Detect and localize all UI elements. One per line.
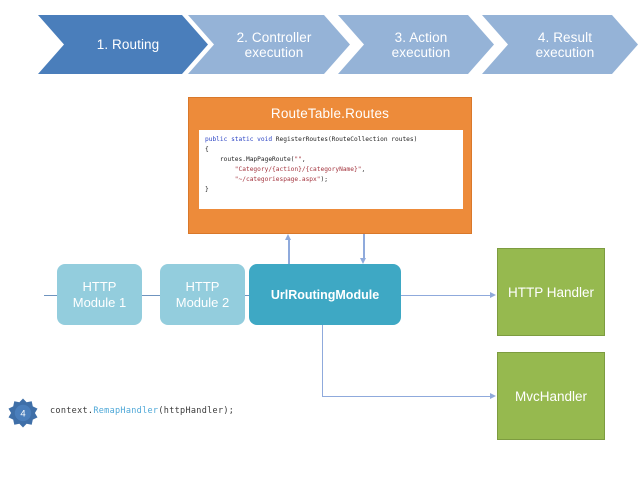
process-step-2[interactable]: 2. Controller execution: [188, 15, 350, 74]
code-signature: RegisterRoutes(RouteCollection routes): [272, 136, 418, 143]
route-table-panel: RouteTable.Routes public static void Reg…: [188, 97, 472, 234]
footnote-code-text: context.RemapHandler(httpHandler);: [50, 406, 234, 416]
footnote-code-method: RemapHandler: [93, 406, 159, 416]
connector-request-in: [44, 295, 58, 296]
footnote-code-suffix: (httpHandler);: [158, 406, 235, 416]
footnote-annotation: 4 context.RemapHandler(httpHandler);: [8, 398, 308, 428]
code-open-brace: {: [205, 146, 209, 153]
http-handler-box[interactable]: HTTP Handler: [497, 248, 605, 336]
process-chevron-bar: 1. Routing 2. Controller execution 3. Ac…: [38, 15, 612, 74]
connector-urlrouting-down: [322, 325, 323, 396]
code-close-brace: }: [205, 186, 209, 193]
connector-to-mvc-handler: [322, 396, 492, 397]
code-arg2: "Category/{action}/{categoryName}": [205, 166, 362, 173]
arrowhead-right-http-handler: [490, 292, 496, 298]
connector-module1-module2: [142, 295, 161, 296]
code-arg3: "~/categoriespage.aspx": [205, 176, 321, 183]
http-module-1[interactable]: HTTP Module 1: [57, 264, 142, 325]
code-keywords: public static void: [205, 136, 273, 143]
arrowhead-down-urlrouting: [360, 258, 366, 264]
connector-routetable-to-urlrouting: [363, 234, 365, 259]
process-step-4[interactable]: 4. Result execution: [482, 15, 638, 74]
connector-urlrouting-to-routetable: [288, 239, 290, 265]
http-module-2-label: HTTP Module 2: [175, 278, 230, 310]
mvc-handler-box[interactable]: MvcHandler: [497, 352, 605, 440]
http-module-2[interactable]: HTTP Module 2: [160, 264, 245, 325]
url-routing-module-label: UrlRoutingModule: [270, 287, 380, 302]
process-step-3-label: 3. Action execution: [391, 29, 451, 60]
process-step-4-label: 4. Result execution: [535, 29, 595, 60]
route-registration-code: public static void RegisterRoutes(RouteC…: [199, 130, 463, 209]
code-arg2-tail: ,: [361, 166, 366, 173]
code-arg3-tail: );: [320, 176, 328, 183]
process-step-3[interactable]: 3. Action execution: [338, 15, 494, 74]
code-arg1-tail: ,: [301, 156, 306, 163]
connector-urlrouting-http-handler: [401, 295, 491, 296]
url-routing-module[interactable]: UrlRoutingModule: [249, 264, 401, 325]
route-table-title: RouteTable.Routes: [270, 106, 390, 121]
footnote-code-prefix: context.: [50, 406, 94, 416]
step-number-badge: 4: [8, 398, 38, 428]
process-step-1-label: 1. Routing: [96, 37, 160, 52]
badge-number: 4: [20, 409, 25, 420]
http-handler-label: HTTP Handler: [507, 284, 595, 300]
process-step-2-label: 2. Controller execution: [236, 29, 312, 60]
arrowhead-right-mvc-handler: [490, 393, 496, 399]
code-call: routes.MapPageRoute(: [205, 156, 295, 163]
arrowhead-up-routetable: [285, 234, 291, 240]
process-step-1[interactable]: 1. Routing: [38, 15, 208, 74]
code-arg1: "": [294, 156, 302, 163]
connector-module2-urlrouting: [245, 295, 250, 296]
http-module-1-label: HTTP Module 1: [72, 278, 127, 310]
mvc-handler-label: MvcHandler: [514, 388, 588, 404]
